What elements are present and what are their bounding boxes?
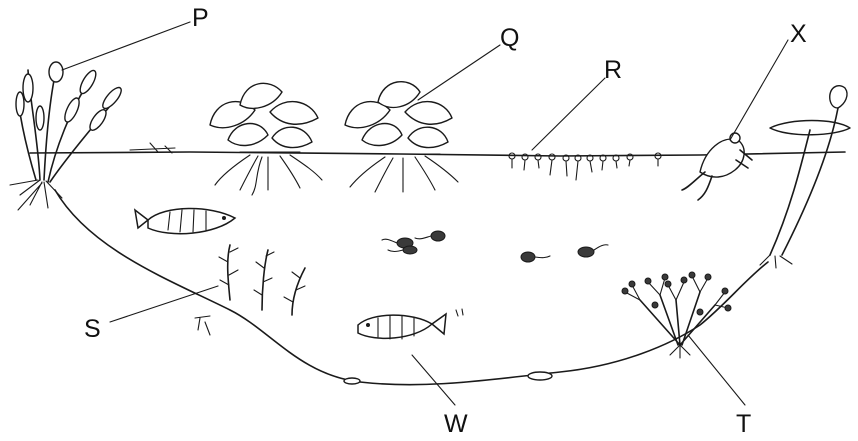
pointer-line-w xyxy=(412,355,455,405)
pointer-line-q xyxy=(418,45,500,100)
plant-q-clump-1 xyxy=(210,83,322,195)
pointer-line-r xyxy=(532,78,605,150)
fish-upper xyxy=(135,208,235,233)
label-x: X xyxy=(790,20,807,48)
plant-water-lily xyxy=(760,86,850,268)
animal-x-frog xyxy=(682,133,752,200)
label-q: Q xyxy=(500,24,519,52)
tadpoles xyxy=(382,231,608,262)
pond-bottom-pebbles xyxy=(344,372,552,384)
label-t: T xyxy=(736,410,751,438)
plant-r-duckweed xyxy=(509,153,661,180)
pointer-line-p xyxy=(62,22,190,70)
plant-t-bushy xyxy=(622,272,731,358)
label-w: W xyxy=(444,410,468,438)
pointer-line-t xyxy=(688,335,745,405)
label-r: R xyxy=(604,56,622,84)
label-p: P xyxy=(192,4,209,32)
plant-p-reed xyxy=(10,62,124,210)
label-s: S xyxy=(84,315,101,343)
plant-q-clump-2 xyxy=(345,82,458,192)
fish-lower xyxy=(358,309,463,339)
